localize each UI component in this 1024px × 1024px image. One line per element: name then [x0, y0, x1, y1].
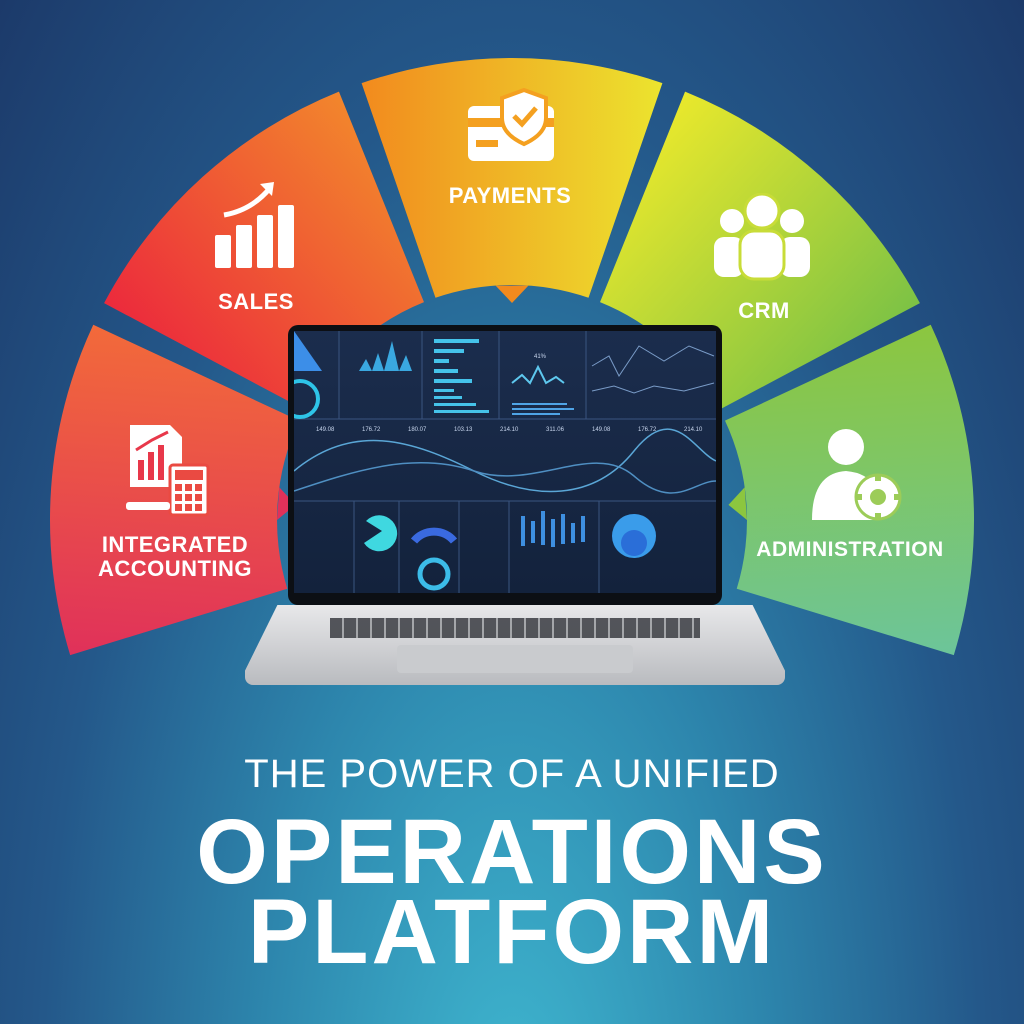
trackpad: [397, 645, 633, 673]
dashboard-value: 176.72: [362, 427, 381, 433]
dashboard-value: 103.13: [454, 427, 473, 433]
keyboard: [330, 618, 700, 638]
dashboard-value: 149.08: [592, 427, 611, 433]
label-line: INTEGRATED: [101, 532, 249, 557]
segment-label-integrated-accounting[interactable]: INTEGRATED ACCOUNTING: [95, 533, 255, 581]
bar-chart-growth-icon: [215, 182, 294, 268]
dashboard-value: 149.08: [316, 427, 335, 433]
dashboard-display: 41% 149.08 176.72 180.07 103.13 214.10 311.06…: [294, 331, 716, 593]
segment-notch: [728, 487, 747, 520]
segment-payments[interactable]: [361, 58, 663, 298]
card-shield-check-icon: [468, 88, 554, 161]
segment-label-payments[interactable]: PAYMENTS: [448, 183, 572, 208]
segment-label-crm[interactable]: CRM: [738, 298, 790, 323]
user-group-icon: [714, 193, 810, 281]
accounting-report-calculator-icon: [126, 425, 210, 517]
user-gear-icon: [812, 429, 902, 521]
headline-tagline: THE POWER OF A UNIFIED: [244, 752, 780, 796]
segment-notch: [495, 285, 529, 303]
dashboard-value: 214.10: [684, 427, 703, 433]
dashboard-value: 176.72: [638, 427, 657, 433]
laptop-base: [245, 605, 785, 685]
dashboard-value: 214.10: [500, 427, 519, 433]
headline-operations: OPERATIONS: [196, 801, 828, 903]
dashboard-value: 311.06: [546, 427, 565, 433]
dashboard-percent: 41%: [534, 354, 547, 360]
laptop-screen: 41% 149.08 176.72 180.07 103.13 214.10 311.06…: [288, 325, 722, 605]
dashboard-value: 180.07: [408, 427, 427, 433]
segment-label-sales[interactable]: SALES: [218, 289, 294, 314]
segment-label-administration[interactable]: ADMINISTRATION: [756, 538, 944, 561]
headline-platform: PLATFORM: [247, 881, 777, 983]
laptop: 41% 149.08 176.72 180.07 103.13 214.10 311.06…: [245, 322, 785, 687]
segment-notch: [277, 487, 296, 520]
dashboard-graphics: 41% 149.08 176.72 180.07 103.13 214.10 311.06…: [294, 331, 716, 593]
label-line: ACCOUNTING: [97, 556, 253, 581]
